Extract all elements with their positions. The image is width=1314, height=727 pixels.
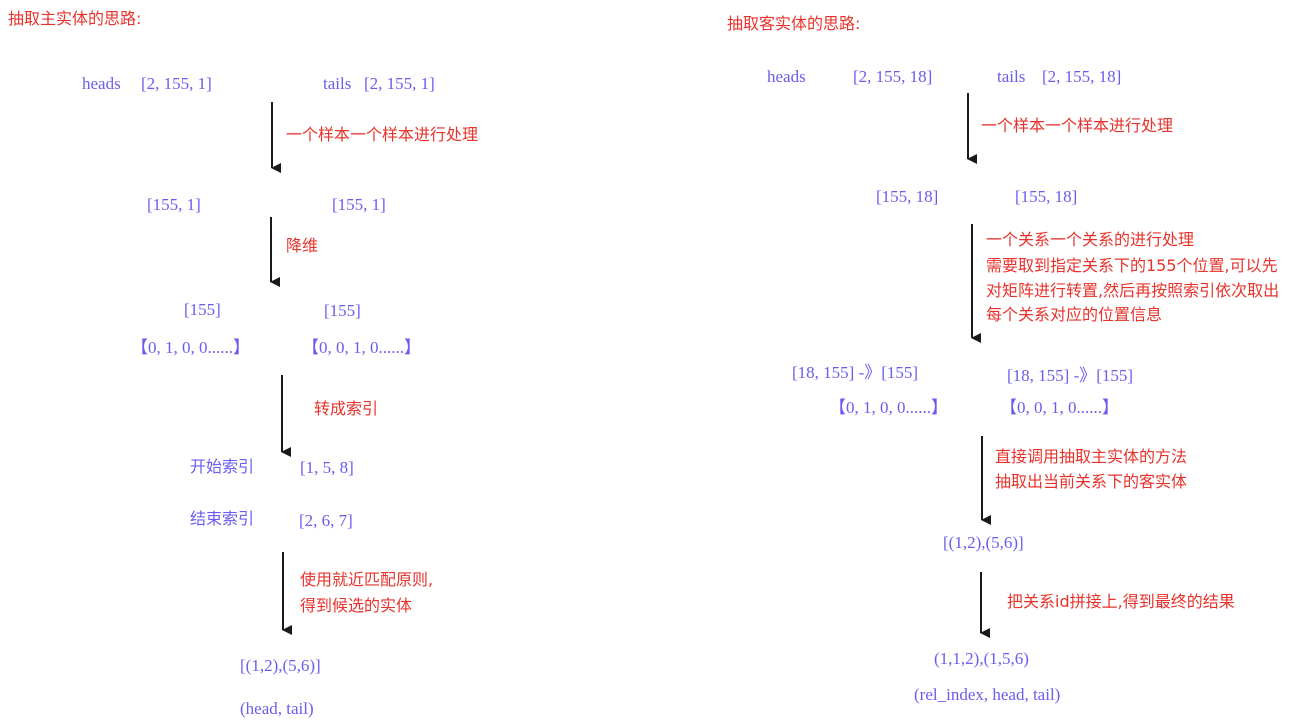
left-result: [(1,2),(5,6)]: [240, 656, 321, 675]
left-shape-155-1-a: [155, 1]: [147, 195, 201, 214]
left-end-index-value: [2, 6, 7]: [299, 511, 353, 530]
right-pairs: [(1,2),(5,6)]: [943, 533, 1024, 552]
right-tails-label: tails: [997, 67, 1026, 86]
left-step-2: 降维: [286, 236, 319, 255]
left-heads-shape: [2, 155, 1]: [141, 74, 212, 93]
right-tails-shape: [2, 155, 18]: [1042, 67, 1122, 86]
right-shape-155-18-a: [155, 18]: [876, 187, 939, 206]
right-step-1: 一个样本一个样本进行处理: [981, 116, 1174, 135]
left-shape-155-b: [155]: [324, 301, 361, 320]
right-step-2-line-1: 一个关系一个关系的进行处理: [986, 230, 1195, 249]
left-vector-b: 【0, 0, 1, 0......】: [302, 338, 421, 357]
left-start-index-value: [1, 5, 8]: [300, 458, 354, 477]
left-heads-label: heads: [82, 74, 121, 93]
left-step-1: 一个样本一个样本进行处理: [286, 125, 479, 144]
right-vector-a: 【0, 1, 0, 0......】: [829, 398, 948, 417]
left-tails-label: tails: [323, 74, 352, 93]
right-step-3-line-1: 直接调用抽取主实体的方法: [995, 447, 1188, 466]
right-heads-label: heads: [767, 67, 806, 86]
right-title: 抽取客实体的思路:: [727, 14, 861, 33]
right-step-2-line-3: 对矩阵进行转置,然后再按照索引依次取出: [986, 281, 1280, 300]
left-step-4-line-2: 得到候选的实体: [300, 596, 413, 615]
right-step-2-line-2: 需要取到指定关系下的155个位置,可以先: [986, 256, 1278, 275]
right-step-3-line-2: 抽取出当前关系下的客实体: [995, 472, 1188, 491]
right-vector-b: 【0, 0, 1, 0......】: [1000, 398, 1119, 417]
right-transpose-a: [18, 155] -》[155]: [792, 363, 919, 382]
left-shape-155-a: [155]: [184, 300, 221, 319]
right-transpose-b: [18, 155] -》[155]: [1007, 366, 1134, 385]
left-vector-a: 【0, 1, 0, 0......】: [131, 338, 250, 357]
right-step-2-line-4: 每个关系对应的位置信息: [986, 305, 1163, 324]
right-heads-shape: [2, 155, 18]: [853, 67, 933, 86]
left-step-3: 转成索引: [314, 399, 379, 418]
right-shape-155-18-b: [155, 18]: [1015, 187, 1078, 206]
left-title: 抽取主实体的思路:: [8, 9, 142, 28]
left-step-4-line-1: 使用就近匹配原则,: [300, 570, 434, 589]
right-result-format: (rel_index, head, tail): [914, 685, 1061, 704]
right-result: (1,1,2),(1,5,6): [934, 649, 1029, 668]
left-result-format: (head, tail): [240, 699, 314, 718]
left-start-index-label: 开始索引: [190, 457, 255, 476]
left-tails-shape: [2, 155, 1]: [364, 74, 435, 93]
right-step-4: 把关系id拼接上,得到最终的结果: [1007, 592, 1235, 611]
left-shape-155-1-b: [155, 1]: [332, 195, 386, 214]
left-end-index-label: 结束索引: [190, 509, 255, 528]
